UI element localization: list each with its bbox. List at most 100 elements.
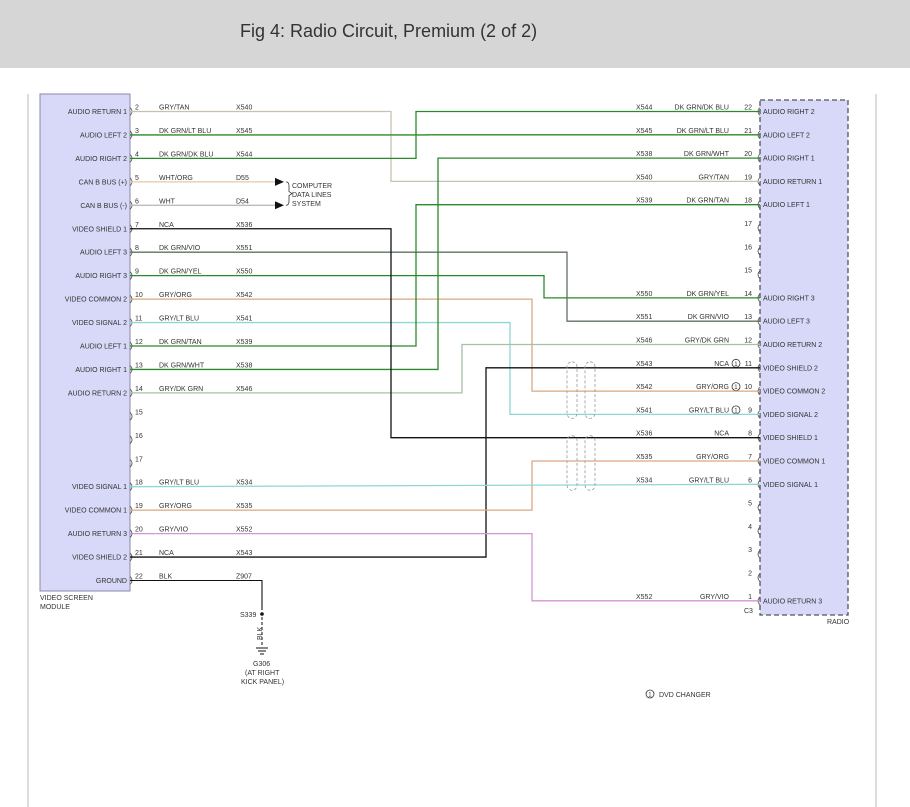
left-wire-color-9: DK GRN/YEL: [159, 269, 202, 276]
left-pin-tick-16: [129, 435, 133, 445]
wire-8-to-13: [130, 251, 760, 322]
left-pin-number-15: 15: [135, 409, 143, 416]
left-wire-color-6: WHT: [159, 198, 176, 205]
wire-9-to-14: [130, 274, 760, 299]
left-pin-number-14: 14: [135, 386, 143, 393]
left-pin-number-3: 3: [135, 128, 139, 135]
right-wire-color-7: GRY/ORG: [696, 454, 729, 461]
radio-module-box: [759, 99, 849, 616]
legend-text: DVD CHANGER: [659, 692, 711, 699]
right-pin-number-18: 18: [744, 198, 752, 205]
left-pin-number-21: 21: [135, 550, 143, 557]
wire-11-to-9: [130, 321, 760, 416]
right-wire-color-12: GRY/DK GRN: [685, 338, 729, 345]
right-pin-name-12: AUDIO RETURN 2: [763, 342, 822, 349]
right-circuit-1: X552: [636, 594, 652, 601]
left-circuit-4: X544: [236, 151, 252, 158]
left-pin-name-13: AUDIO RIGHT 1: [75, 367, 127, 374]
wire-2-to-19: [130, 110, 760, 183]
right-pin-name-20: AUDIO RIGHT 1: [763, 156, 815, 163]
right-pin-number-19: 19: [744, 174, 752, 181]
wire-12-to-18: [130, 204, 760, 347]
left-pin-number-2: 2: [135, 105, 139, 112]
right-circuit-12: X546: [636, 338, 652, 345]
left-wire-color-7: NCA: [159, 222, 174, 229]
right-pin-number-17: 17: [744, 221, 752, 228]
right-pin-number-3: 3: [748, 547, 752, 554]
right-pin-number-13: 13: [744, 314, 752, 321]
right-pin-name-9: VIDEO SIGNAL 2: [763, 412, 818, 419]
left-pin-name-4: AUDIO RIGHT 2: [75, 156, 127, 163]
figure-title: Fig 4: Radio Circuit, Premium (2 of 2): [240, 21, 538, 41]
right-circuit-18: X539: [636, 198, 652, 205]
right-circuit-20: X538: [636, 151, 652, 158]
left-pin-name-21: VIDEO SHIELD 2: [72, 555, 127, 562]
right-wire-color-19: GRY/TAN: [699, 174, 729, 181]
ground-wire: [130, 579, 263, 610]
right-wire-color-18: DK GRN/TAN: [686, 198, 729, 205]
ground-label-3: KICK PANEL): [241, 679, 284, 686]
left-circuit-2: X540: [236, 105, 252, 112]
right-circuit-21: X545: [636, 128, 652, 135]
right-pin-number-15: 15: [744, 268, 752, 275]
right-circuit-8: X536: [636, 431, 652, 438]
right-pin-name-6: VIDEO SIGNAL 1: [763, 482, 818, 489]
right-circuit-7: X535: [636, 454, 652, 461]
ground-label-1: G306: [253, 661, 270, 668]
left-pin-name-3: AUDIO LEFT 2: [80, 132, 127, 139]
left-pin-name-6: CAN B BUS (-): [80, 203, 127, 210]
left-circuit-20: X552: [236, 527, 252, 534]
figure-header: Fig 4: Radio Circuit, Premium (2 of 2): [0, 0, 910, 68]
dvd-changer-marker-number-11: 1: [734, 362, 738, 368]
radio-module-label: RADIO: [827, 619, 850, 626]
left-wire-color-3: DK GRN/LT BLU: [159, 128, 211, 135]
right-pin-name-19: AUDIO RETURN 1: [763, 179, 822, 186]
right-circuit-6: X534: [636, 477, 652, 484]
radio-connector-label: C3: [744, 608, 753, 615]
left-pin-number-13: 13: [135, 362, 143, 369]
left-circuit-22: Z907: [236, 574, 252, 581]
left-circuit-9: X550: [236, 269, 252, 276]
left-wire-color-14: GRY/DK GRN: [159, 386, 203, 393]
right-circuit-22: X544: [636, 105, 652, 112]
left-wire-color-19: GRY/ORG: [159, 503, 192, 510]
right-wire-color-8: NCA: [714, 431, 729, 438]
computer-data-bracket: [285, 181, 293, 206]
right-pin-name-18: AUDIO LEFT 1: [763, 202, 810, 209]
legend-marker-circle: [645, 689, 655, 699]
right-pin-number-2: 2: [748, 571, 752, 578]
left-pin-name-10: VIDEO COMMON 2: [65, 297, 127, 304]
right-pin-number-16: 16: [744, 244, 752, 251]
left-wire-color-2: GRY/TAN: [159, 105, 189, 112]
right-circuit-14: X550: [636, 291, 652, 298]
right-circuit-11: X543: [636, 361, 652, 368]
wire-18-to-6: [129, 483, 761, 488]
right-pin-number-8: 8: [748, 431, 752, 438]
left-wire-color-8: DK GRN/VIO: [159, 245, 201, 252]
ground-label-2: (AT RIGHT: [245, 670, 280, 677]
left-pin-name-11: VIDEO SIGNAL 2: [72, 320, 127, 327]
left-pin-number-16: 16: [135, 433, 143, 440]
right-pin-number-20: 20: [744, 151, 752, 158]
right-pin-number-9: 9: [748, 407, 752, 414]
left-wire-color-10: GRY/ORG: [159, 292, 192, 299]
left-pin-name-20: AUDIO RETURN 3: [68, 531, 127, 538]
left-circuit-18: X534: [236, 480, 252, 487]
right-pin-number-22: 22: [744, 105, 752, 112]
legend-marker-number: 1: [648, 693, 652, 699]
right-pin-number-21: 21: [744, 128, 752, 135]
right-pin-number-10: 10: [744, 384, 752, 391]
right-wire-color-10: GRY/ORG: [696, 384, 729, 391]
left-pin-name-22: GROUND: [96, 578, 127, 585]
right-circuit-13: X551: [636, 314, 652, 321]
left-circuit-11: X541: [236, 316, 252, 323]
right-pin-number-12: 12: [744, 338, 752, 345]
left-pin-name-14: AUDIO RETURN 2: [68, 390, 127, 397]
left-circuit-8: X551: [236, 245, 252, 252]
video-screen-module-label-1: VIDEO SCREEN: [40, 595, 93, 602]
right-pin-name-8: VIDEO SHIELD 1: [763, 435, 818, 442]
left-pin-name-19: VIDEO COMMON 1: [65, 508, 127, 515]
left-pin-number-6: 6: [135, 198, 139, 205]
left-pin-name-2: AUDIO RETURN 1: [68, 109, 127, 116]
right-pin-tick-5: [757, 503, 761, 512]
